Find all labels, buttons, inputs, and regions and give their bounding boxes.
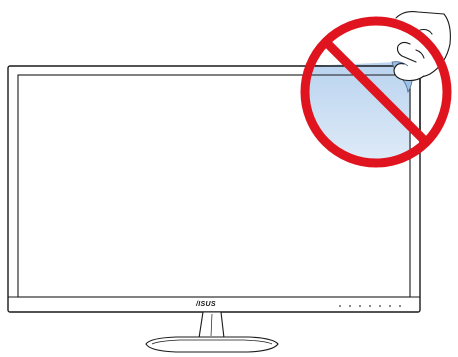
brand-logo: /ISUS xyxy=(195,301,216,308)
control-button xyxy=(359,305,361,307)
no-symbol-icon xyxy=(300,16,452,168)
control-button xyxy=(389,305,391,307)
control-buttons xyxy=(339,305,401,307)
stand-base xyxy=(145,336,279,353)
monitor-stand xyxy=(145,311,279,353)
control-button xyxy=(379,305,381,307)
control-button xyxy=(349,305,351,307)
control-button xyxy=(339,305,341,307)
control-button xyxy=(399,305,401,307)
control-button xyxy=(369,305,371,307)
